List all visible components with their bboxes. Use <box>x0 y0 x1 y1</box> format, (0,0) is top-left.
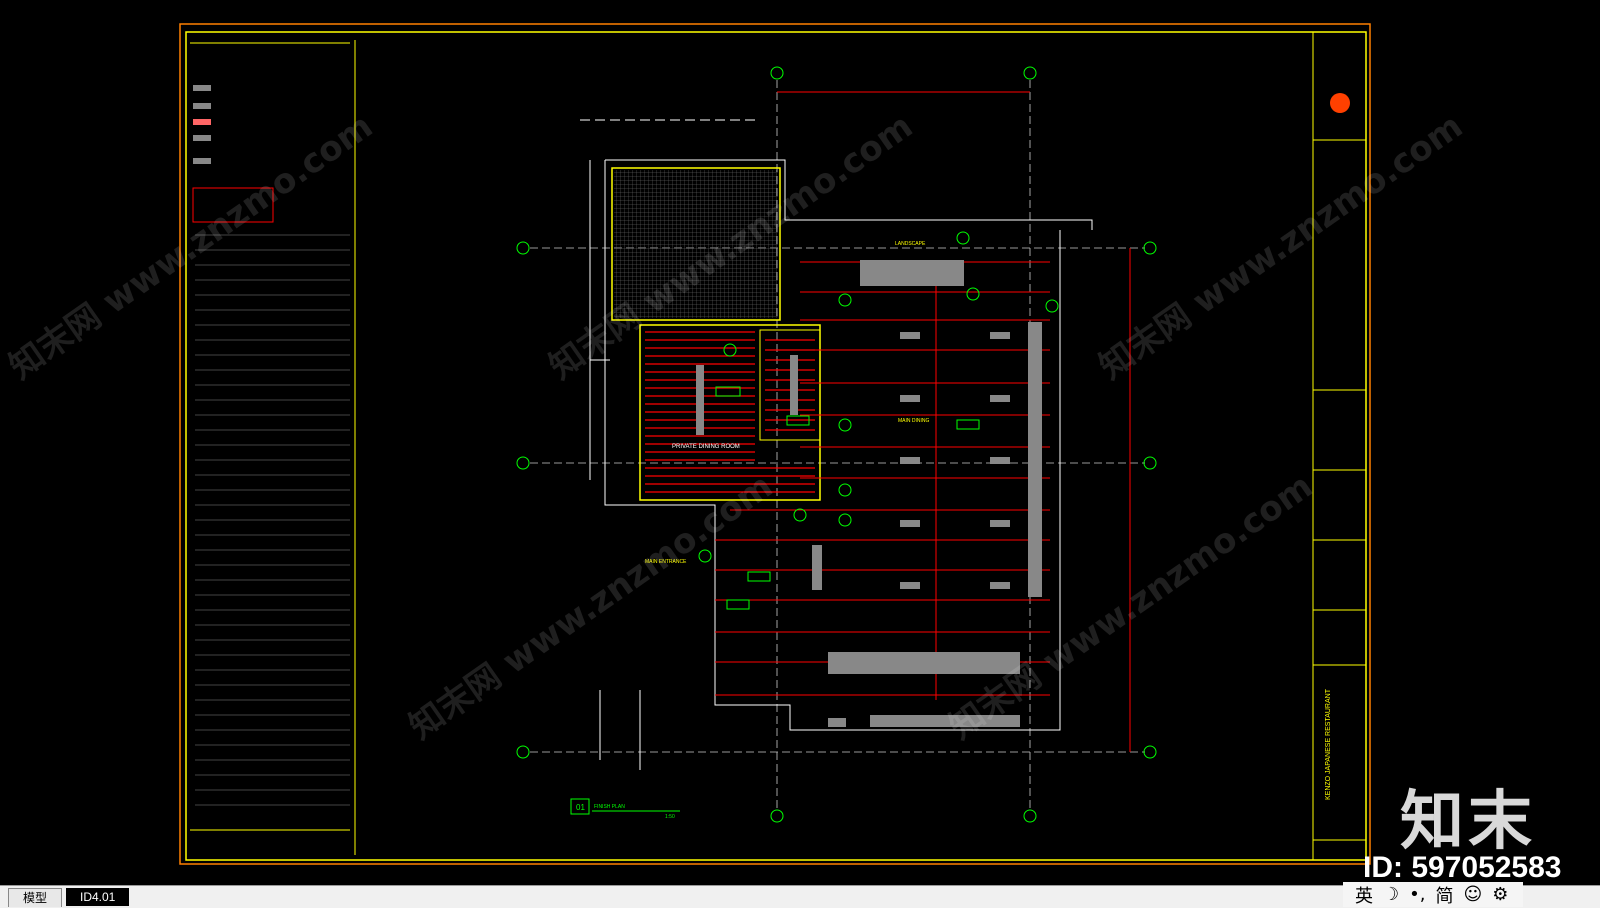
private-dining-label: PRIVATE DINING ROOM <box>672 444 740 450</box>
main-entrance-label: MAIN ENTRANCE <box>645 559 687 565</box>
simplified-toggle[interactable]: 简 <box>1435 885 1454 907</box>
project-title: KENZO JAPANESE RESTAURANT <box>1325 688 1332 800</box>
tab-layout-id401[interactable]: ID4.01 <box>66 888 130 906</box>
watermark-id: ID: 597052583 <box>1363 851 1562 884</box>
legend-panel <box>190 40 356 855</box>
ime-language-toggle[interactable]: 英 <box>1355 885 1373 907</box>
fixtures <box>812 260 1042 727</box>
plan-scale: 1:50 <box>665 814 675 820</box>
ime-toolbar: 英 ☽ •, 简 ☺ ⚙ <box>1343 882 1523 907</box>
landscape-label: LANDSCAPE <box>895 241 926 247</box>
layout-tab-bar: 模型 ID4.01 <box>0 885 1600 908</box>
grid-bubbles <box>516 66 1157 823</box>
cad-drawing-canvas[interactable]: KENZO JAPANESE RESTAURANT <box>0 0 1600 885</box>
sheet-frame <box>185 31 1367 861</box>
emoji-icon[interactable]: ☺ <box>1463 884 1483 905</box>
punctuation-toggle[interactable]: •, <box>1409 884 1426 905</box>
tab-model[interactable]: 模型 <box>8 888 63 907</box>
landscape-area <box>611 167 781 321</box>
company-logo <box>1330 93 1350 113</box>
building-walls <box>580 119 1093 770</box>
dimension-lines <box>777 91 1131 752</box>
plan-title: FINISH PLAN <box>594 804 625 810</box>
plan-title-tag: 01 FINISH PLAN 1:50 <box>570 798 680 820</box>
main-dining-label: MAIN DINING <box>898 418 930 424</box>
watermark-logo: 知末 <box>1400 785 1536 859</box>
sheet-border <box>179 23 1371 865</box>
title-block: KENZO JAPANESE RESTAURANT <box>1312 32 1366 860</box>
finish-tags <box>698 231 1059 610</box>
gear-icon[interactable]: ⚙ <box>1492 884 1509 905</box>
moon-icon[interactable]: ☽ <box>1383 884 1400 905</box>
plan-number: 01 <box>576 803 585 812</box>
